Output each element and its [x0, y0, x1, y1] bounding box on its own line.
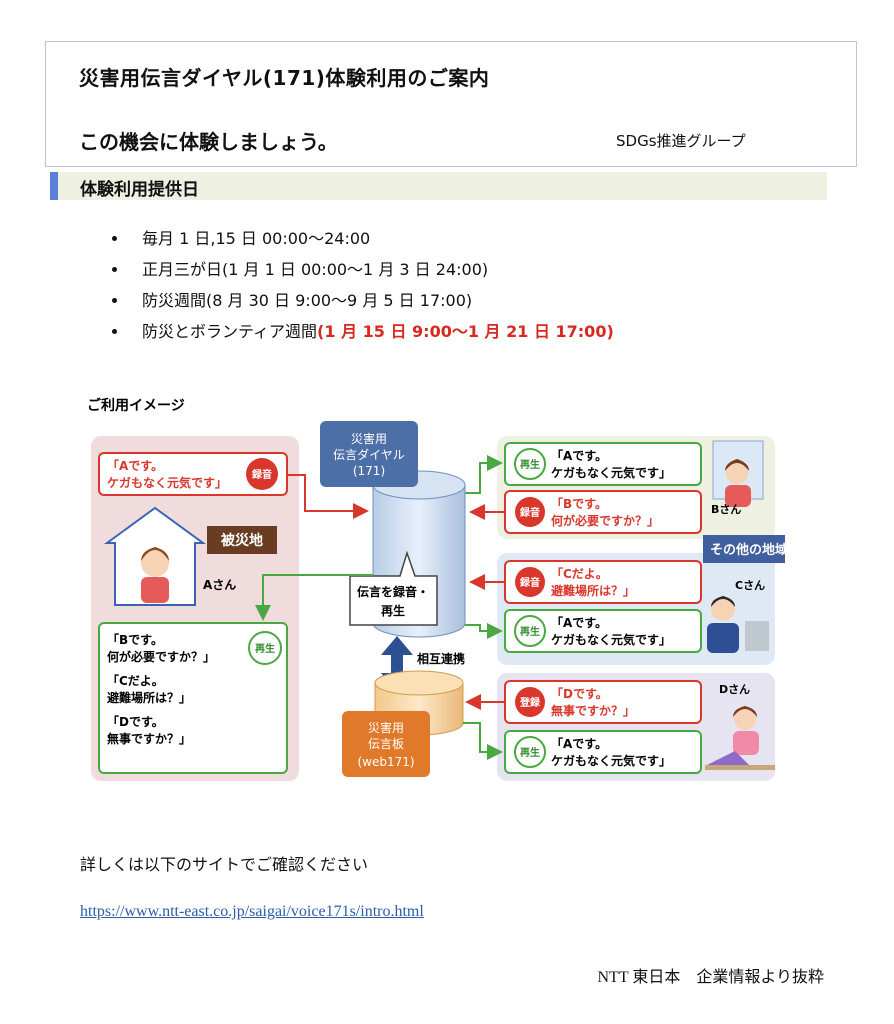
board-label-box [342, 711, 430, 777]
svg-text:「Dです。: 「Dです。 [107, 714, 164, 729]
board-label-2: 伝言板 [368, 737, 404, 751]
section-marker [50, 172, 58, 200]
page-title: 災害用伝言ダイヤル(171)体験利用のご案内 [79, 66, 490, 90]
svg-text:避難場所は？」: 避難場所は？」 [551, 583, 635, 598]
arrow-a-record [287, 474, 369, 519]
highlight-period: (1 月 15 日 9:00～1 月 21 日 17:00) [317, 322, 614, 341]
svg-text:録音: 録音 [520, 506, 540, 519]
board-label-1: 災害用 [368, 720, 404, 735]
bullet-icon [112, 236, 117, 241]
svg-text:ケガもなく元気です」: ケガもなく元気です」 [551, 753, 671, 768]
bullet-icon [112, 329, 117, 334]
center-label-1: 災害用 [351, 431, 387, 446]
person-a-icon [103, 506, 207, 606]
svg-text:再生: 再生 [255, 642, 275, 655]
section-heading: 体験利用提供日 [50, 172, 827, 200]
play-badge-icon [514, 736, 546, 768]
action-text-2: 再生 [381, 603, 405, 618]
person-b-label: Bさん [711, 503, 741, 516]
arrow-to-b [465, 455, 503, 494]
record-badge-icon [246, 458, 278, 490]
svg-text:何が必要ですか？」: 何が必要ですか？」 [551, 513, 659, 528]
person-c-label: Cさん [735, 579, 765, 592]
svg-text:ケガもなく元気です」: ケガもなく元気です」 [551, 465, 671, 480]
svg-text:「Bです。: 「Bです。 [551, 496, 607, 511]
action-text-1: 伝言を録音・ [357, 584, 429, 599]
group-name: SDGs推進グループ [616, 132, 746, 150]
mutual-label: 相互連携 [417, 651, 465, 666]
c-play-box [504, 609, 702, 653]
person-d-label: Dさん [719, 683, 750, 696]
svg-text:避難場所は？」: 避難場所は？」 [107, 690, 191, 705]
svg-text:登録: 登録 [519, 696, 541, 709]
svg-text:無事ですか？」: 無事ですか？」 [551, 703, 635, 718]
record-badge-icon [515, 567, 545, 597]
play-badge-icon [248, 631, 282, 665]
svg-text:「Bです。: 「Bです。 [107, 632, 163, 647]
usage-diagram: ご利用イメージ 災害用 伝言ダイヤル (171) 伝言を録音・ 再生 相互連携 … [87, 397, 785, 781]
svg-text:「Cだよ。: 「Cだよ。 [107, 673, 164, 688]
header-box: 災害用伝言ダイヤル(171)体験利用のご案内 この機会に体験しましょう。 SDG… [45, 41, 857, 167]
register-badge-icon [515, 687, 545, 717]
list-item: 防災とボランティア週間(1 月 15 日 9:00～1 月 21 日 17:00… [112, 316, 614, 347]
other-area-label: その他の地域 [710, 542, 785, 558]
center-label-2: 伝言ダイヤル [333, 447, 405, 462]
svg-text:「Aです。: 「Aです。 [107, 458, 163, 473]
bullet-icon [112, 267, 117, 272]
svg-text:「Aです。: 「Aです。 [551, 448, 607, 463]
disaster-area-label: 被災地 [221, 532, 263, 549]
svg-text:ケガもなく元気です」: ケガもなく元気です」 [107, 475, 227, 490]
diagram-title: ご利用イメージ [87, 397, 185, 414]
person-a-label: Aさん [203, 578, 236, 592]
action-callout [349, 550, 438, 626]
svg-text:「Aです。: 「Aです。 [551, 736, 607, 751]
center-label-box [320, 421, 418, 487]
svg-text:再生: 再生 [520, 746, 540, 759]
svg-text:「Aです。: 「Aです。 [551, 615, 607, 630]
board-label-3: (web171) [357, 755, 414, 769]
other-area-label-box [703, 535, 785, 563]
a-play-box [98, 622, 288, 774]
play-badge-icon [514, 448, 546, 480]
person-d-icon [705, 706, 775, 770]
svg-text:録音: 録音 [252, 468, 272, 481]
source-credit: NTT 東日本 企業情報より抜粋 [597, 969, 825, 986]
svg-text:再生: 再生 [520, 625, 540, 638]
arrow-to-c [465, 623, 503, 639]
bullet-icon [112, 298, 117, 303]
svg-text:録音: 録音 [520, 576, 540, 589]
b-play-box [504, 442, 702, 486]
intro-link[interactable]: https://www.ntt-east.co.jp/saigai/voice1… [80, 903, 424, 920]
disaster-area-label-box [207, 526, 277, 554]
svg-text:「Dです。: 「Dです。 [551, 686, 608, 701]
play-badge-icon [514, 615, 546, 647]
arrow-to-d [463, 722, 503, 760]
list-item: 毎月 1 日,15 日 00:00～24:00 [112, 223, 614, 254]
info-note: 詳しくは以下のサイトでご確認ください [80, 855, 369, 874]
record-badge-icon [515, 497, 545, 527]
svg-text:「Cだよ。: 「Cだよ。 [551, 566, 608, 581]
person-b-icon [712, 440, 764, 507]
list-item: 正月三が日(1 月 1 日 00:00～1 月 3 日 24:00) [112, 254, 614, 285]
svg-text:何が必要ですか？」: 何が必要ですか？」 [107, 649, 215, 664]
svg-text:無事ですか？」: 無事ですか？」 [107, 731, 191, 746]
svg-text:ケガもなく元気です」: ケガもなく元気です」 [551, 632, 671, 647]
arrow-a-play [255, 574, 373, 621]
section-title: 体験利用提供日 [80, 180, 199, 200]
svg-text:再生: 再生 [520, 458, 540, 471]
list-item: 防災週間(8 月 30 日 9:00～9 月 5 日 17:00) [112, 285, 614, 316]
date-list: 毎月 1 日,15 日 00:00～24:00 正月三が日(1 月 1 日 00… [112, 223, 614, 347]
d-play-box [504, 730, 702, 774]
page-subtitle: この機会に体験しましょう。 [79, 130, 338, 154]
person-c-icon [707, 596, 769, 653]
center-label-3: (171) [353, 464, 385, 478]
